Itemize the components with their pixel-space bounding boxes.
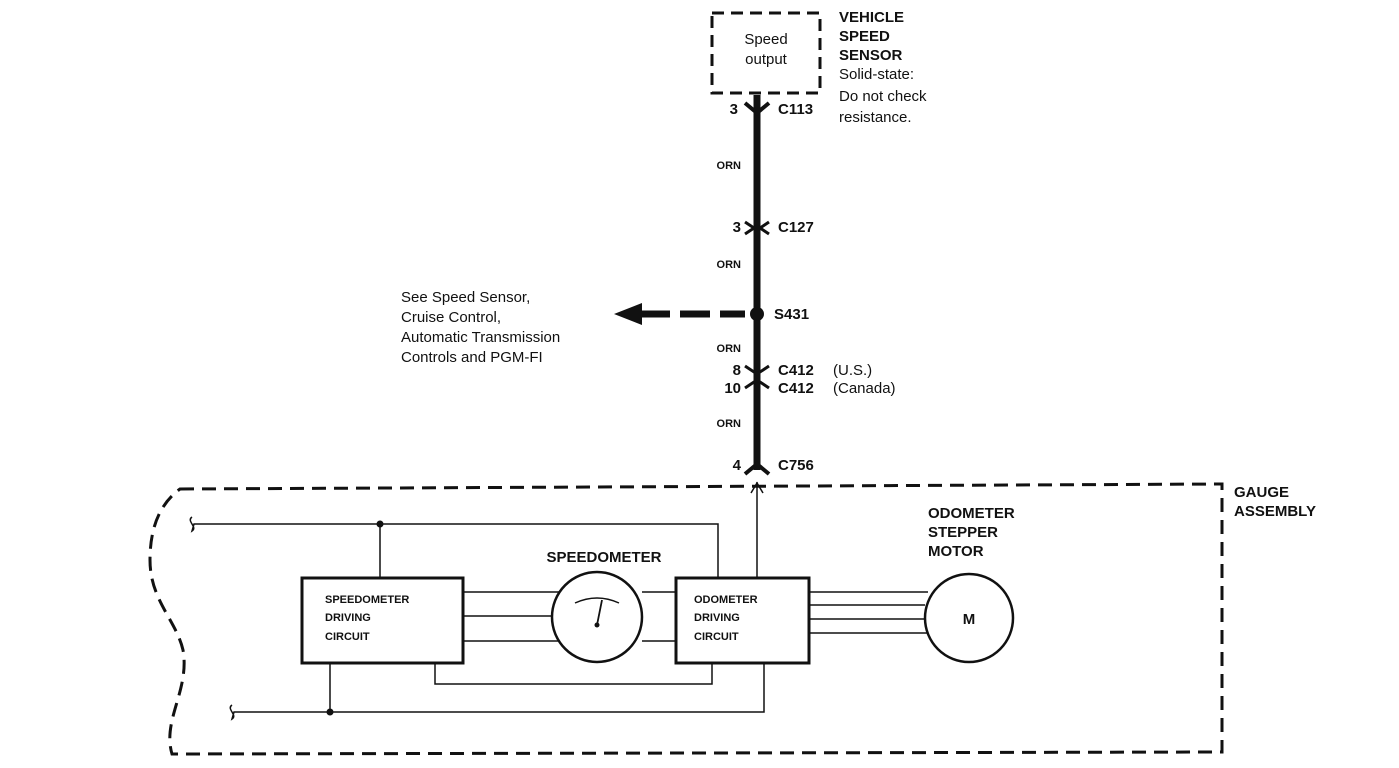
c412-ca-note: (Canada) <box>833 380 896 397</box>
speedometer-label: SPEEDOMETER <box>546 549 661 566</box>
s431-label: S431 <box>774 306 809 323</box>
speedometer-pivot <box>594 622 600 628</box>
speedometer-driving-circuit <box>300 576 465 665</box>
top-rail-wire <box>189 516 719 578</box>
sensor-title-line3: SENSOR <box>839 47 903 64</box>
sensor-box-line1: Speed <box>744 31 787 48</box>
gauge-assembly-outline <box>148 482 1224 756</box>
c113-pin: 3 <box>730 101 738 118</box>
c412-connector-symbol <box>744 364 770 390</box>
c113-connector-symbol <box>743 101 771 116</box>
c113-label: C113 <box>778 101 813 118</box>
wire-color-seg1: ORN <box>717 160 742 172</box>
wire-color-seg4: ORN <box>717 418 742 430</box>
signal-arrow-icon <box>750 481 764 494</box>
odo-circuit-line1: ODOMETER <box>694 594 758 606</box>
gauge-assembly-line1: GAUGE <box>1234 484 1289 501</box>
speedo-circuit-line2: DRIVING <box>325 612 371 624</box>
odometer-driving-circuit <box>674 576 811 665</box>
stepper-motor-icon <box>923 572 1015 664</box>
c412-us-label: C412 <box>778 362 814 379</box>
sensor-note-line2: Do not check <box>839 88 927 105</box>
s431-splice-dot <box>750 307 764 321</box>
see-note-line1: See Speed Sensor, <box>401 289 530 306</box>
see-note-line4: Controls and PGM-FI <box>401 349 543 366</box>
motor-label-line2: STEPPER <box>928 524 998 541</box>
speedometer-gauge-icon <box>550 570 644 664</box>
sensor-box-line2: output <box>745 51 788 68</box>
sensor-title-line2: SPEED <box>839 28 890 45</box>
sensor-note-line1: Solid-state: <box>839 66 914 83</box>
c127-label: C127 <box>778 219 814 236</box>
c756-connector-symbol <box>743 461 771 476</box>
c412-us-pin: 8 <box>733 362 741 379</box>
c756-label: C756 <box>778 457 814 474</box>
speedo-circuit-line1: SPEEDOMETER <box>325 594 409 606</box>
c412-ca-pin: 10 <box>724 380 741 397</box>
c127-pin: 3 <box>733 219 741 236</box>
wire-color-seg3: ORN <box>717 343 742 355</box>
c756-pin: 4 <box>733 457 742 474</box>
bottom-rail-wire <box>229 663 765 721</box>
c412-ca-label: C412 <box>778 380 814 397</box>
speedo-loop-wire <box>434 663 713 685</box>
see-note-line3: Automatic Transmission <box>401 329 560 346</box>
odo-circuit-line3: CIRCUIT <box>694 631 739 643</box>
c412-us-note: (U.S.) <box>833 362 872 379</box>
motor-label-line3: MOTOR <box>928 543 984 560</box>
branch-arrowhead-icon <box>614 303 642 325</box>
speedometer-needle <box>596 599 603 626</box>
c127-connector-symbol <box>744 220 770 236</box>
speedo-circuit-line3: CIRCUIT <box>325 631 370 643</box>
sensor-title-line1: VEHICLE <box>839 9 904 26</box>
motor-label-line1: ODOMETER <box>928 505 1015 522</box>
odo-circuit-line2: DRIVING <box>694 612 740 624</box>
motor-symbol: M <box>963 611 976 628</box>
speedometer-dial-arc <box>574 597 620 604</box>
sensor-note-line3: resistance. <box>839 109 912 126</box>
gauge-assembly-line2: ASSEMBLY <box>1234 503 1316 520</box>
see-note-line2: Cruise Control, <box>401 309 501 326</box>
wire-color-seg2: ORN <box>717 259 742 271</box>
